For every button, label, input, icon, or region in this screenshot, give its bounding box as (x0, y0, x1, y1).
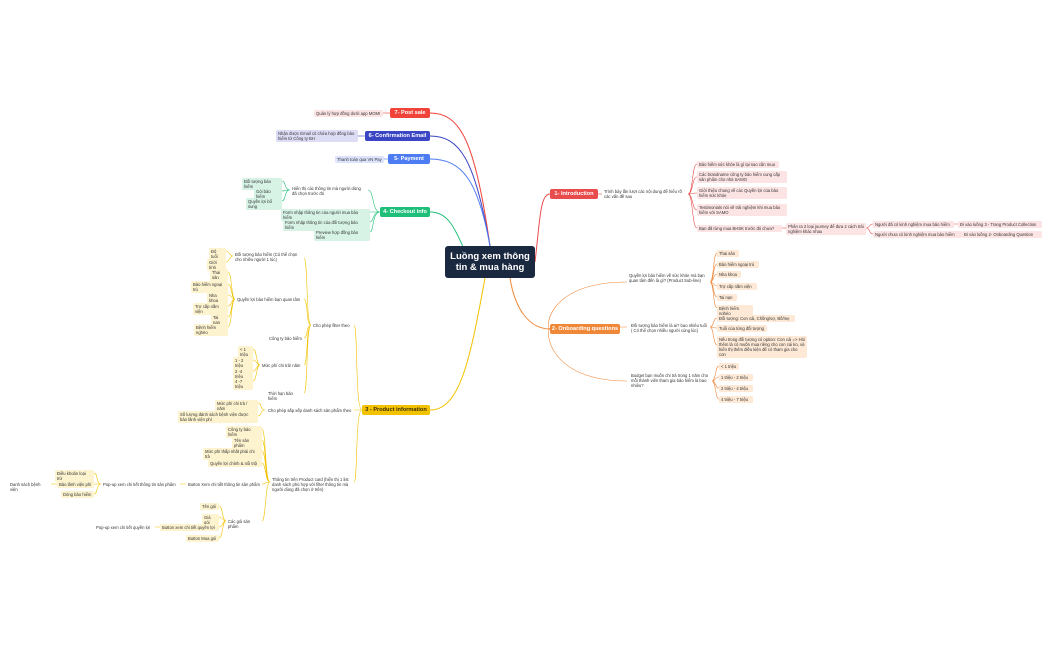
product-card: Thông tin trên Product card (hiển thị 1 … (272, 477, 349, 492)
branch-confirmation[interactable]: 6- Confirmation Email (365, 131, 430, 141)
central-topic[interactable]: Luồng xem thông tin & mua hàng (445, 246, 535, 278)
onboarding-q1-item: Thai sản (717, 250, 739, 257)
branch-post-sale[interactable]: 7- Post sale (390, 108, 430, 118)
filter-benefit-item: Bệnh hiểm nghèo (194, 324, 228, 336)
intro-path: Người đã có kinh nghiệm mua bảo hiểm (873, 221, 954, 228)
payment-item: Thanh toán qua VN Pay (335, 156, 384, 163)
buy-button[interactable]: Button Mua gói (186, 535, 219, 542)
sort-item: Số lượng đánh sách bệnh viện được bảo lã… (178, 411, 258, 423)
branch-payment[interactable]: 5- Payment (388, 154, 430, 164)
branch-checkout[interactable]: 4- Checkout info (380, 207, 430, 217)
intro-item: Testimonials nói về trải nghiệm khi mua … (697, 204, 787, 216)
onboarding-q3-item: < 1 triệu (719, 363, 739, 370)
filter-objects: Đối tượng bảo hiểm (Có thể chọn cho nhiề… (235, 252, 298, 262)
branch-product[interactable]: 3 - Product information (362, 405, 430, 415)
intro-item: Bảo hiểm sức khỏe là gì tại sao cần mua (697, 161, 779, 168)
confirmation-item: Nhận được Email có chứa hợp đồng bảo hiể… (276, 130, 358, 142)
filter-fee-item: 2 -4 triệu (233, 368, 253, 380)
filter-fee-item: 4 -7 triệu (233, 378, 253, 390)
onboarding-q1-item: Nha khoa (717, 271, 741, 278)
card-item: Tên sản phẩm (232, 437, 262, 449)
detail-item: Dòng bảo hiểm (61, 491, 94, 498)
link-product (429, 277, 486, 411)
checkout-item: Form nhập thông tin của đối tượng bảo hi… (283, 219, 370, 231)
branch-onboarding[interactable]: 2- Onboarding questions (550, 324, 620, 334)
intro-path: Người chưa có kinh nghiệm mua bảo hiểm (873, 231, 962, 238)
checkout-group-item: Đối tượng bảo hiểm (242, 178, 282, 190)
filter-benefit-item: Thai sản (210, 269, 228, 281)
checkout-item: Form nhập thông tin của người mua bảo hi… (281, 209, 370, 221)
intro-path-target: Đi vào luồng 3 - Trang Product Collectio… (958, 221, 1042, 228)
link-onboarding (509, 277, 551, 330)
onboarding-q2-item: Nếu trong đối tượng có option: Con cái =… (717, 336, 807, 358)
product-sort: Cho phép sắp xếp danh sách sản phẩm theo (268, 408, 352, 413)
filter-object-item: Giới tính (207, 259, 226, 271)
benefit-button[interactable]: Button xem chi tiết quyền lợi (160, 524, 219, 531)
intro-item: Các brandname công ty bảo hiểm cung cấp … (697, 171, 787, 183)
onboarding-q3: Budget bạn muốn chi trả trong 1 năm cho … (631, 373, 709, 388)
onboarding-q1-item: Bệnh hiểm nghèo (717, 305, 753, 317)
detail-item: Bảo lãnh viện phí (57, 481, 94, 488)
detail-button[interactable]: Button Xem chi tiết thông tin sản phẩm (188, 482, 260, 487)
card-item: Quyền lợi chính & nổi trội (208, 460, 262, 467)
link-post-sale (429, 112, 491, 247)
intro-path-target: Đi vào luồng 2- Onboarding Question (962, 231, 1042, 238)
detail-item: Điều khoản loại trừ (55, 470, 94, 482)
filter-benefit-item: Tai nạn (211, 314, 228, 326)
intro-split: Phân ra 2 loại journey để đưa 2 cách trả… (786, 223, 866, 235)
product-packages: Các gói sản phẩm (228, 519, 251, 529)
onboarding-q2-item: Đối tượng: Con cái, Chồng/vợ, Bố/mẹ (717, 315, 795, 322)
link-payment (429, 158, 491, 247)
package-item: Tên gói (200, 503, 219, 510)
onboarding-q1-item: Tai nạn (717, 294, 737, 301)
onboarding-q1: Quyền lợi bảo hiểm về sức khỏe mà bạn qu… (629, 273, 705, 283)
checkout-group-item: Quyền lợi bổ sung (246, 198, 282, 210)
onboarding-q1-item: Trợ cấp nằm viện (717, 283, 757, 290)
branch-intro[interactable]: 1- Introduction (550, 189, 598, 199)
link-intro (534, 193, 551, 263)
package-item: Giá gói (202, 514, 219, 526)
checkout-group-item: Gói bảo hiểm (254, 188, 282, 200)
filter-benefit-item: Bảo hiểm ngoại trú (191, 281, 228, 293)
filter-fee-item: 1 - 2 triệu (233, 357, 253, 369)
filter-company: Công ty bảo hiểm (269, 336, 302, 341)
card-item: Mức phí thấp nhất phải chi trả (203, 448, 262, 460)
filter-benefits: Quyền lợi bảo hiểm bạn quan tâm (237, 297, 301, 302)
hospital-list: Danh sách bệnh viện (10, 482, 41, 492)
checkout-item: Preview hợp đồng bảo hiểm (314, 229, 370, 241)
detail-popup: Pop-up xem chi tiết thông tin sản phẩm (103, 482, 176, 487)
filter-benefit-item: Nha khoa (207, 292, 228, 304)
intro-item: Giới thiệu chung về các Quyền lợi của bả… (697, 187, 787, 199)
filter-object-item: Độ tuổi (209, 248, 226, 260)
onboarding-q3-item: 4 triệu - 7 triệu (719, 396, 753, 403)
filter-benefit-item: Trợ cấp nằm viện (193, 303, 228, 315)
filter-fee-item: < 1 triệu (238, 346, 253, 358)
filter-fee: Mức phí chi trả/ năm (262, 363, 301, 368)
onboarding-q3-item: 1 triệu - 2 triệu (719, 374, 753, 381)
link-confirmation (429, 135, 491, 247)
checkout-group: Hiển thị các thông tin mà người dùng đã … (292, 186, 361, 196)
benefit-popup: Pop-up xem chi tiết quyền lợi (96, 525, 151, 530)
post-sale-item: Quản lý hợp đồng dưới app MOMI (314, 110, 383, 117)
filter-time: Thời hạn bảo hiểm (268, 391, 293, 401)
sort-item: Mức phí chi trả / năm (215, 400, 258, 412)
product-filter: Cho phép filter theo (313, 323, 350, 328)
onboarding-q2-item: Tuổi của từng đối tượng (717, 325, 767, 332)
onboarding-q3-item: 2 triệu - 4 triệu (719, 385, 753, 392)
onboarding-q2: Đối tượng bảo hiểm là ai? bao nhiêu tuổi… (631, 323, 707, 333)
intro-item: Bạn đã từng mua BHSK trước đó chưa? (697, 225, 782, 232)
card-item: Công ty bảo hiểm (226, 426, 262, 438)
onboarding-q1-item: Bảo hiểm ngoại trú (717, 261, 759, 268)
intro-lead: Trình bày lần lượt các nội dung để hiểu … (604, 189, 682, 199)
